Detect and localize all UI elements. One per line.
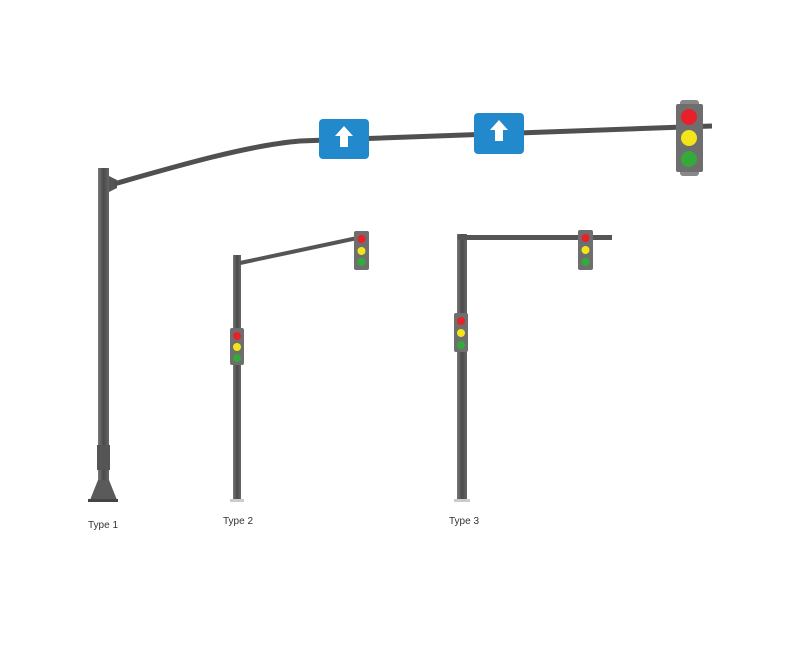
arrow-up-icon [335,126,353,147]
traffic-light-type2-arm [354,231,369,270]
lane-sign-2 [474,113,524,154]
mast-arm [113,123,713,187]
type1-label: Type 1 [88,520,119,531]
type1-pole [88,123,713,502]
type2-label: Type 2 [223,516,254,527]
traffic-light-type2-pole [230,328,244,365]
arrow-up-icon [490,120,508,141]
type2-pole [230,235,363,502]
type3-pole [454,234,612,502]
traffic-light-type3-pole [454,313,468,352]
traffic-light-type3-arm [578,230,593,270]
lane-sign-1 [319,119,369,159]
traffic-light-large [676,100,703,176]
type3-label: Type 3 [449,516,480,527]
